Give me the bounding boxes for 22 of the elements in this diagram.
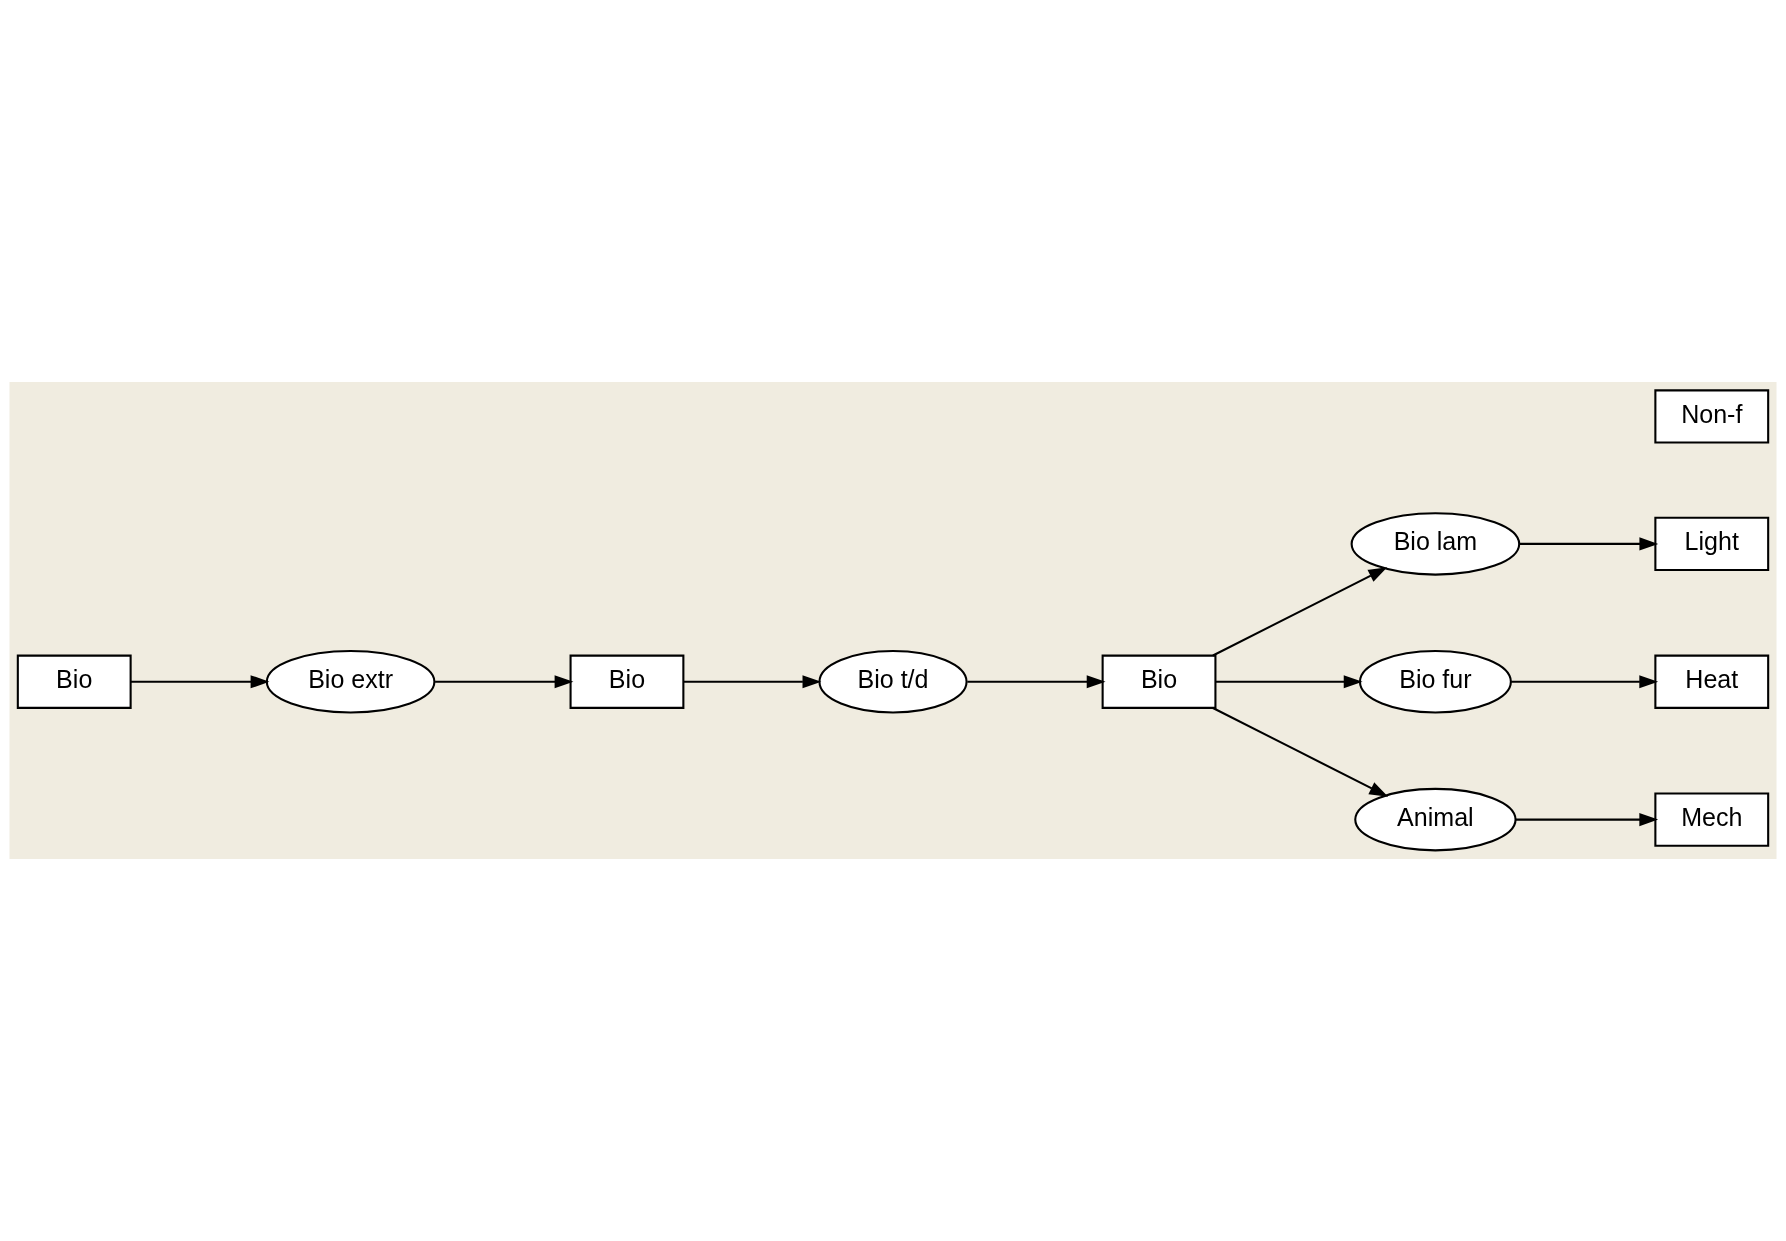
arrow <box>1212 567 1388 657</box>
arrow <box>1511 675 1659 689</box>
arrow <box>1215 675 1363 689</box>
node-ellipse: Bio extr <box>265 650 436 714</box>
arrow <box>435 675 574 689</box>
node-box: Heat <box>1654 654 1770 709</box>
arrow <box>967 675 1106 689</box>
arrow <box>1515 813 1659 827</box>
arrow <box>683 675 822 689</box>
arrow <box>1519 537 1659 551</box>
node-box: Bio <box>1101 654 1217 709</box>
node-box: Bio <box>569 654 685 709</box>
node-box: Bio <box>16 654 132 709</box>
node-ellipse: Animal <box>1354 787 1517 852</box>
node-ellipse: Bio lam <box>1350 512 1521 576</box>
arrow <box>1212 707 1389 797</box>
node-box: Non-f <box>1654 389 1770 444</box>
arrow <box>130 675 270 689</box>
node-ellipse: Bio t/d <box>818 650 968 714</box>
node-ellipse: Bio fur <box>1358 650 1512 714</box>
node-box: Mech <box>1654 792 1770 847</box>
node-box: Light <box>1654 516 1770 572</box>
